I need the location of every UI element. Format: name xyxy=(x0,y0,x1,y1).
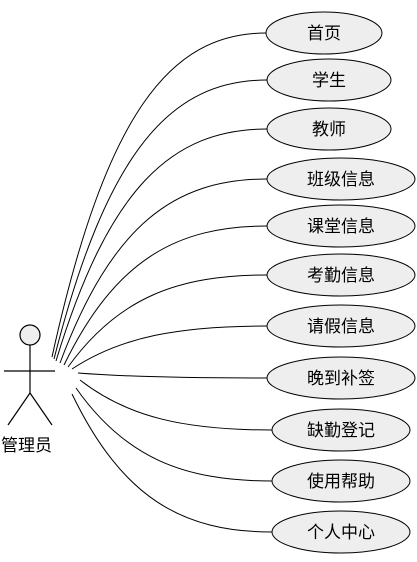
use-case-late-makeup[interactable]: 晚到补签 xyxy=(266,356,416,400)
use-case-ellipse[interactable] xyxy=(266,204,416,248)
use-case-label: 缺勤登记 xyxy=(307,421,375,441)
actor-admin: 管理员 xyxy=(1,324,55,456)
use-case-attendance-info[interactable]: 考勤信息 xyxy=(266,253,416,297)
use-case-ellipse[interactable] xyxy=(266,107,392,151)
use-case-classroom-info[interactable]: 课堂信息 xyxy=(266,204,416,248)
use-case-ellipse[interactable] xyxy=(266,304,416,348)
association-help xyxy=(75,387,273,482)
actor-label: 管理员 xyxy=(1,436,52,456)
use-case-ellipse[interactable] xyxy=(266,157,416,201)
use-case-leave-info[interactable]: 请假信息 xyxy=(266,304,416,348)
use-case-ellipse[interactable] xyxy=(266,253,416,297)
use-case-ellipse[interactable] xyxy=(271,408,411,452)
association-late-makeup xyxy=(77,372,268,379)
association-leave-info xyxy=(71,325,268,370)
use-case-ellipse[interactable] xyxy=(271,510,411,554)
use-case-personal-center[interactable]: 个人中心 xyxy=(271,510,411,554)
use-case-home[interactable]: 首页 xyxy=(265,11,383,55)
association-attendance-info xyxy=(67,274,268,368)
actor-right-leg xyxy=(29,392,53,426)
use-case-student[interactable]: 学生 xyxy=(266,58,392,102)
association-home xyxy=(51,32,267,358)
use-case-ellipse[interactable] xyxy=(266,356,416,400)
use-case-ellipse[interactable] xyxy=(266,58,392,102)
use-case-label: 考勤信息 xyxy=(307,266,375,286)
use-case-label: 学生 xyxy=(312,71,346,91)
use-case-label: 个人中心 xyxy=(307,523,375,543)
use-case-label: 首页 xyxy=(307,24,341,44)
use-case-label: 请假信息 xyxy=(307,317,375,337)
association-student xyxy=(53,79,268,360)
association-personal-center xyxy=(71,393,273,533)
association-class-info xyxy=(59,178,268,364)
association-absence-register xyxy=(79,379,273,431)
use-case-label: 班级信息 xyxy=(307,170,375,190)
actor-left-leg xyxy=(7,392,31,426)
use-case-absence-register[interactable]: 缺勤登记 xyxy=(271,408,411,452)
actor-head xyxy=(19,324,41,346)
use-case-ellipse[interactable] xyxy=(265,11,383,55)
use-case-label: 课堂信息 xyxy=(307,217,375,237)
use-case-class-info[interactable]: 班级信息 xyxy=(266,157,416,201)
use-case-ellipse[interactable] xyxy=(271,459,411,503)
use-case-teacher[interactable]: 教师 xyxy=(266,107,392,151)
association-classroom-info xyxy=(63,225,268,366)
use-case-help[interactable]: 使用帮助 xyxy=(271,459,411,503)
association-lines xyxy=(51,32,273,533)
use-case-label: 晚到补签 xyxy=(307,369,375,389)
use-case-label: 教师 xyxy=(312,120,346,140)
use-case-label: 使用帮助 xyxy=(307,471,375,492)
association-teacher xyxy=(55,128,268,362)
